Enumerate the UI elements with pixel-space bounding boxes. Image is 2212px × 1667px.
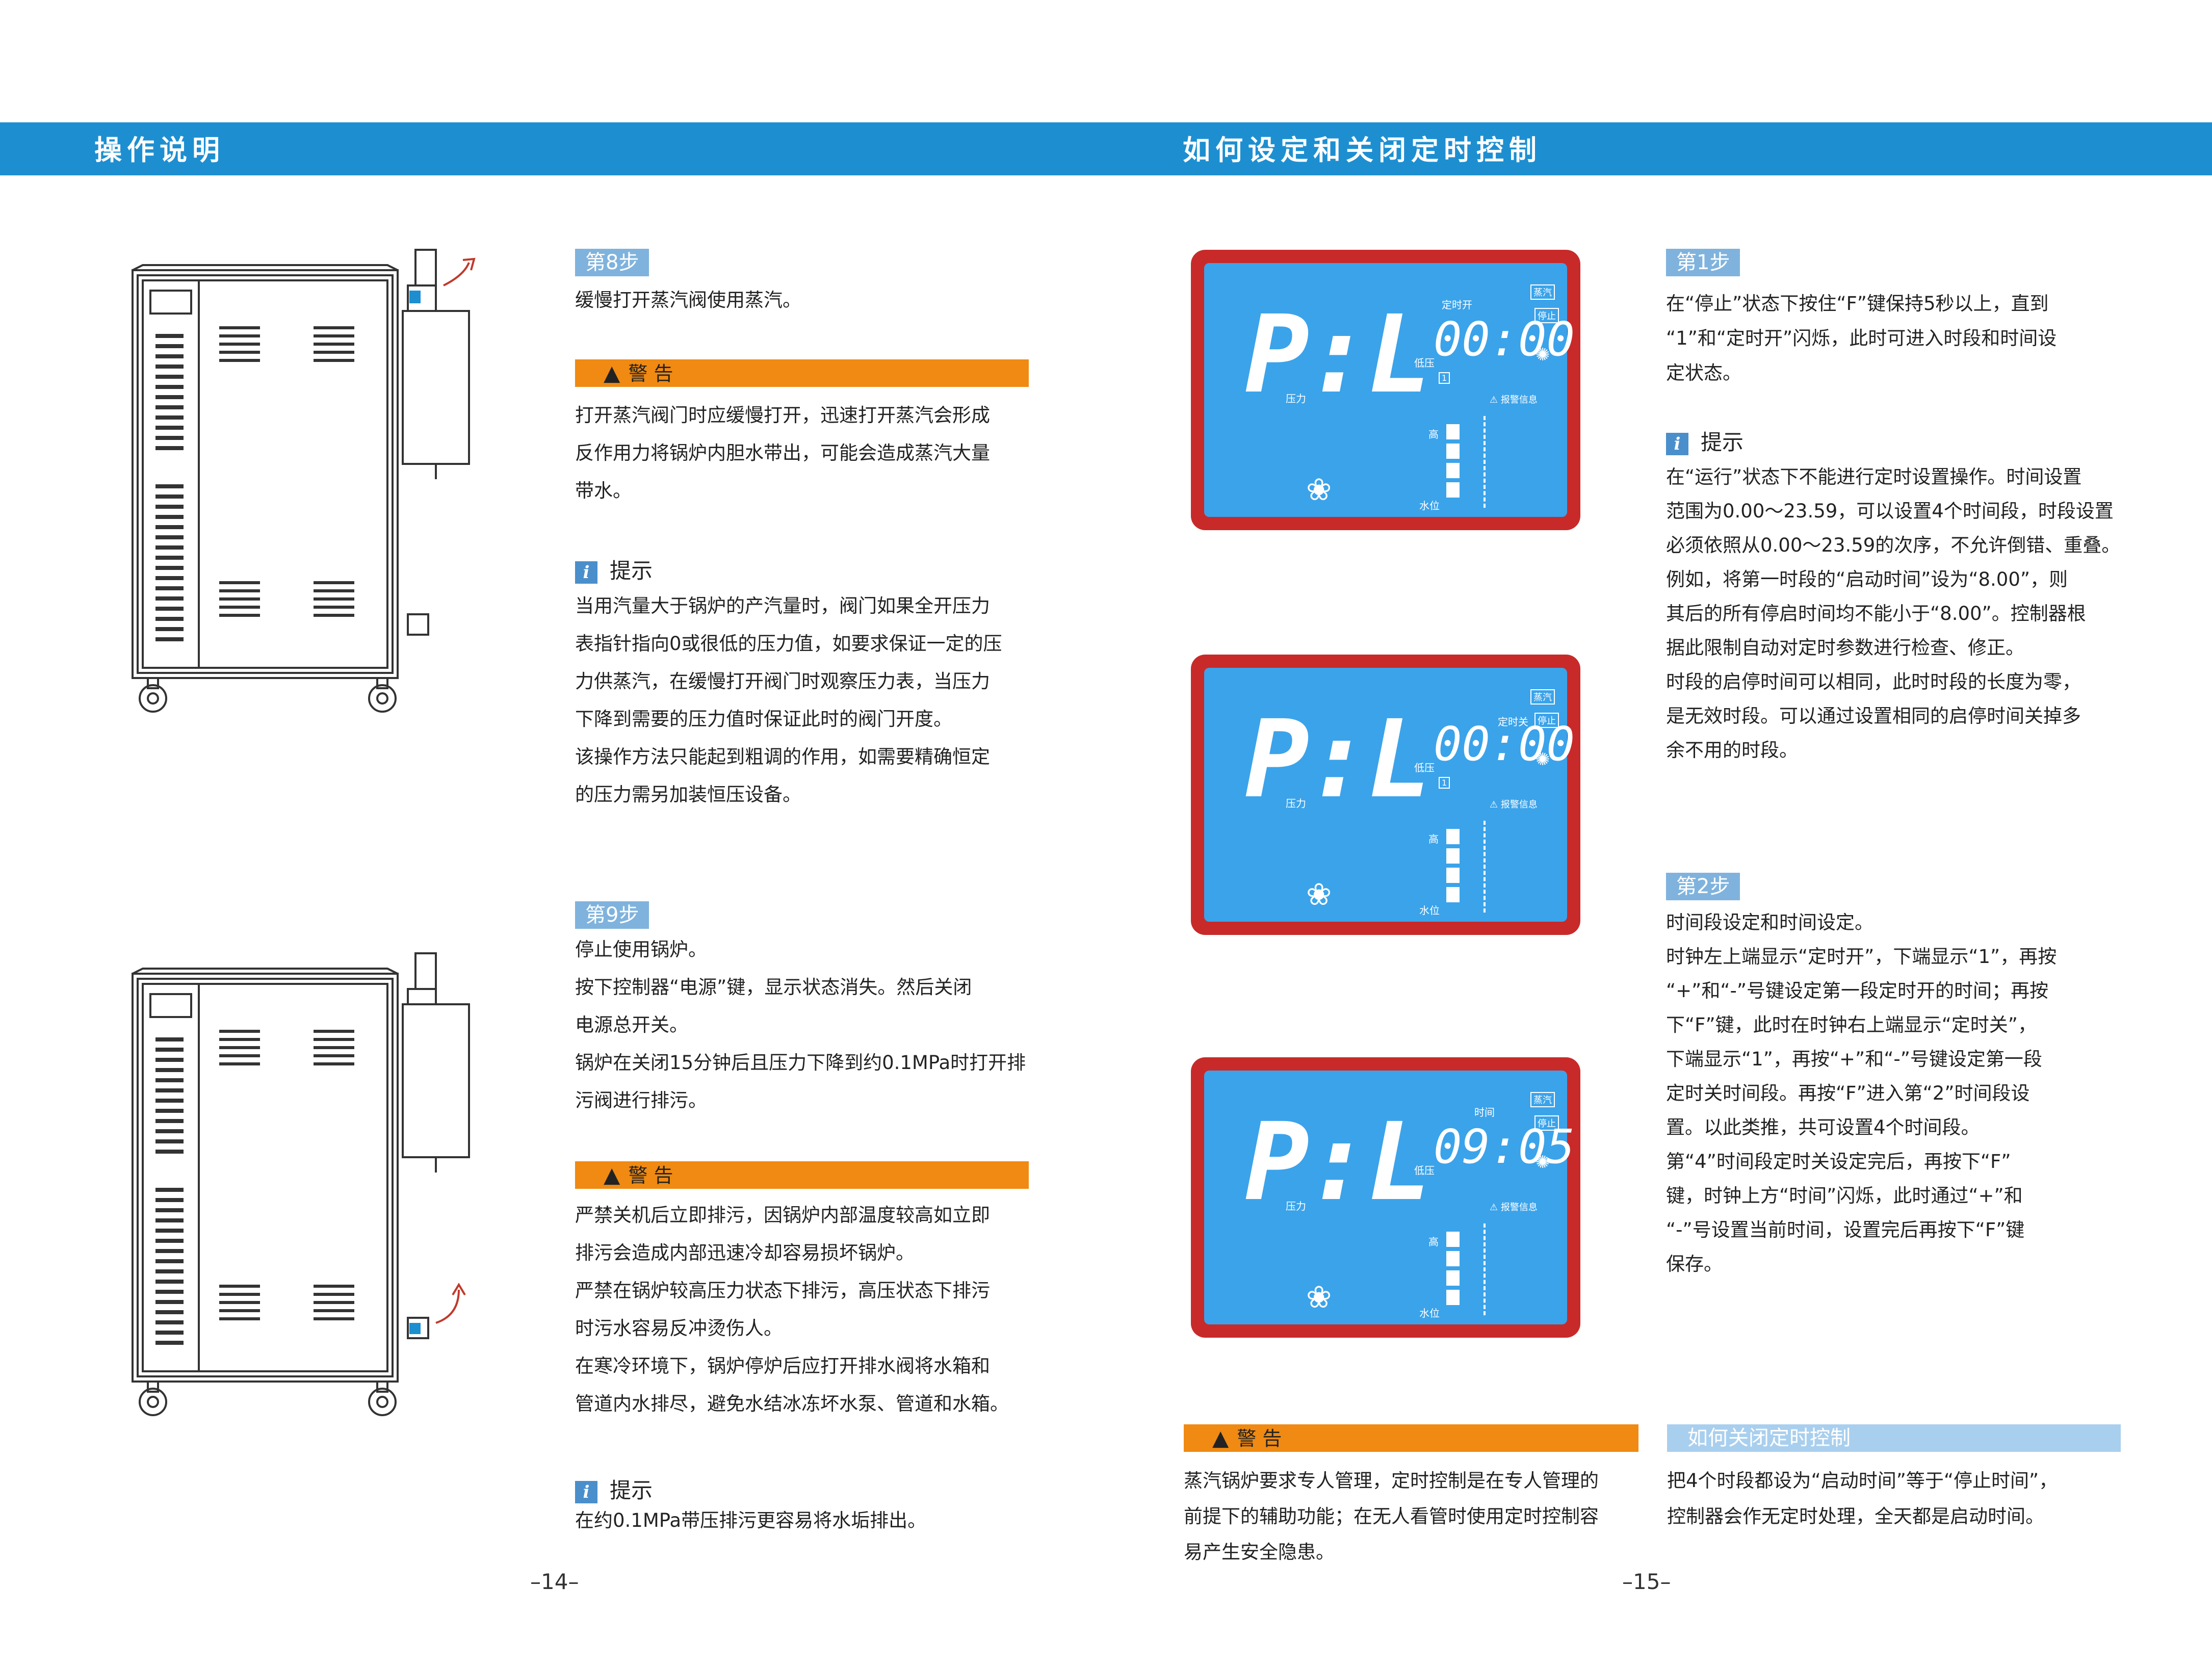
step1-text: 在“停止”状态下按住“F”键保持5秒以上，直到 “1”和“定时开”闪烁，此时可进… (1666, 293, 2057, 384)
page-number-right: –15– (1622, 1569, 1671, 1594)
lcd-panel-2: P:L 定时关 00:00 蒸汽 停止 低压 ✺ 1 压力 ⚠ 报警信息 高 水… (1191, 655, 1580, 935)
close-timer-text: 把4个时段都设为“启动时间”等于“停止时间”， 控制器会作无定时处理，全天都是启… (1667, 1470, 2058, 1527)
boiler-illustration-top (132, 249, 476, 713)
lcd-panel-1: P:L 定时开 00:00 蒸汽 停止 低压 ✺ 1 压力 ⚠ 报警信息 高 水… (1191, 250, 1580, 530)
lcd-main-readout: P:L (1245, 292, 1432, 417)
gear-icon: ✺ (1536, 345, 1550, 365)
step8-text: 缓慢打开蒸汽阀使用蒸汽。 (575, 289, 801, 311)
warning-icon: ▲ (604, 1162, 620, 1187)
water-level-gauge (1446, 829, 1460, 906)
step8-warning-label: 警 告 (628, 362, 673, 385)
gear-icon: ✺ (1536, 1152, 1550, 1173)
timer-warning-text: 蒸汽锅炉要求专人管理，定时控制是在专人管理的 前提下的辅助功能；在无人看管时使用… (1184, 1470, 1599, 1563)
step8-warning-text: 打开蒸汽阀门时应缓慢打开，迅速打开蒸汽会形成 反作用力将锅炉内胆水带出，可能会造… (575, 404, 990, 502)
step9-warning-text: 严禁关机后立即排污，因锅炉内部温度较高如立即 排污会造成内部迅速冷却容易损坏锅炉… (575, 1204, 1009, 1415)
water-level-gauge (1446, 1232, 1460, 1309)
fan-icon: ❀ (1306, 877, 1332, 913)
step1-tip-text: 在“运行”状态下不能进行定时设置操作。时间设置 范围为0.00～23.59，可以… (1666, 466, 2121, 761)
step8-tag: 第8步 (575, 249, 649, 276)
info-icon: i (575, 561, 597, 584)
alarm-indicator: ⚠ 报警信息 (1490, 1202, 1538, 1213)
step8-warning-bar: ▲ 警 告 (575, 359, 1029, 387)
fan-icon: ❀ (1306, 1280, 1332, 1315)
gear-icon: ✺ (1536, 749, 1550, 770)
step9-tag: 第9步 (575, 901, 649, 929)
alarm-indicator: ⚠ 报警信息 (1490, 395, 1538, 405)
step8-tip-text: 当用汽量大于锅炉的产汽量时，阀门如果全开压力 表指针指向0或很低的压力值，如要求… (575, 595, 1002, 805)
boiler-illustration-bottom (132, 952, 470, 1416)
step9-warning-bar: ▲警 告 (575, 1161, 1029, 1189)
header-band (0, 122, 2212, 175)
fan-icon: ❀ (1306, 472, 1332, 508)
alarm-icon: ⚠ (1490, 395, 1498, 405)
left-header-title: 操作说明 (94, 134, 225, 166)
lcd-panel-3: P:L 时间 09:05 蒸汽 停止 低压 ✺ 压力 ⚠ 报警信息 高 水位 ❀ (1191, 1057, 1580, 1338)
step2-text: 时间段设定和时间设定。 时钟左上端显示“定时开”，下端显示“1”，再按 “+”和… (1666, 911, 2057, 1275)
step1-tag: 第1步 (1666, 249, 1740, 276)
warning-icon: ▲ (1212, 1425, 1229, 1450)
info-icon: i (1666, 432, 1688, 455)
step2-tag: 第2步 (1666, 873, 1740, 900)
lcd-main-readout: P:L (1245, 697, 1432, 822)
timer-warning-bar: ▲警 告 (1184, 1424, 1638, 1452)
lcd-main-readout: P:L (1245, 1100, 1432, 1225)
step9-text: 停止使用锅炉。 按下控制器“电源”键，显示状态消失。然后关闭 电源总开关。 锅炉… (575, 939, 1026, 1111)
warning-icon: ▲ (604, 360, 620, 385)
page-number-left: –14– (530, 1569, 579, 1594)
alarm-indicator: ⚠ 报警信息 (1490, 799, 1538, 810)
close-timer-title: 如何关闭定时控制 (1667, 1424, 2121, 1452)
info-icon: i (575, 1480, 597, 1503)
alarm-icon: ⚠ (1490, 799, 1498, 810)
right-header-title: 如何设定和关闭定时控制 (1183, 134, 1542, 166)
alarm-icon: ⚠ (1490, 1202, 1498, 1213)
water-level-gauge (1446, 424, 1460, 502)
step9-tip-text: 在约0.1MPa带压排污更容易将水垢排出。 (575, 1509, 927, 1531)
